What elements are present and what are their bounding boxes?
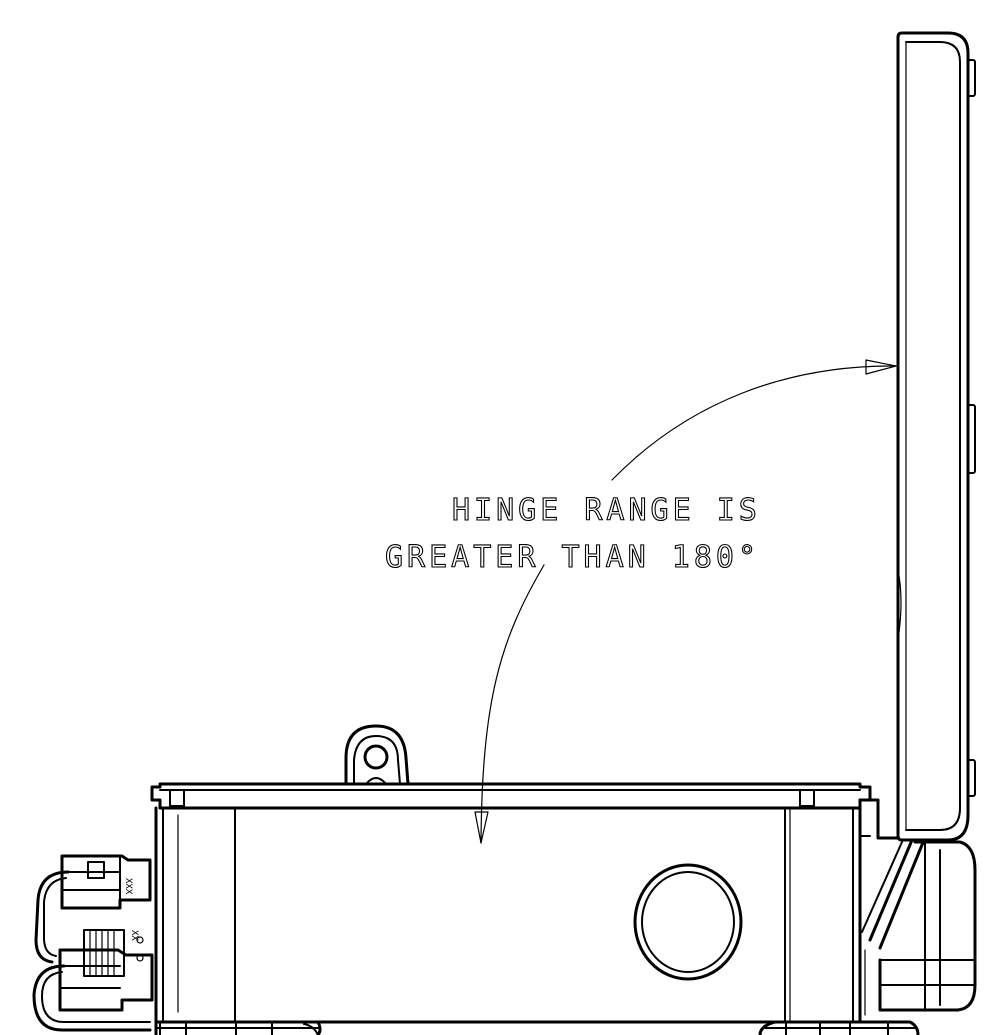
threaded-nut-icon: [83, 929, 125, 977]
hinge-note-line1: HINGE RANGE IS: [452, 493, 761, 528]
connector-window-icon: [87, 861, 105, 879]
connector-label-lower: XX: [129, 930, 139, 941]
corner-tab-right: [799, 789, 815, 807]
mounting-foot-right: [758, 1020, 920, 1035]
connector-indicator-icon: [136, 954, 144, 962]
lid-screw-bottom-icon: [967, 759, 976, 797]
open-lid: [896, 31, 976, 842]
mounting-foot-left: [154, 1020, 322, 1035]
hinge-range-dimension: [474, 359, 897, 844]
enclosure-base: [150, 782, 872, 1024]
padlock-tab: [344, 724, 410, 786]
corner-tab-left: [169, 789, 185, 807]
connector-label-upper: XXX: [123, 878, 133, 895]
hinge-note-line2: GREATER THAN 180°: [385, 540, 760, 575]
lid-latch-icon: [967, 404, 976, 474]
hinge-assembly: [858, 798, 977, 1016]
connector-indicator-icon: [136, 936, 144, 944]
padlock-hole-icon: [363, 744, 389, 770]
conduit-knockout: [633, 863, 743, 981]
lid-screw-top-icon: [967, 59, 976, 97]
left-connector-assembly: XXX XX: [32, 854, 154, 1032]
